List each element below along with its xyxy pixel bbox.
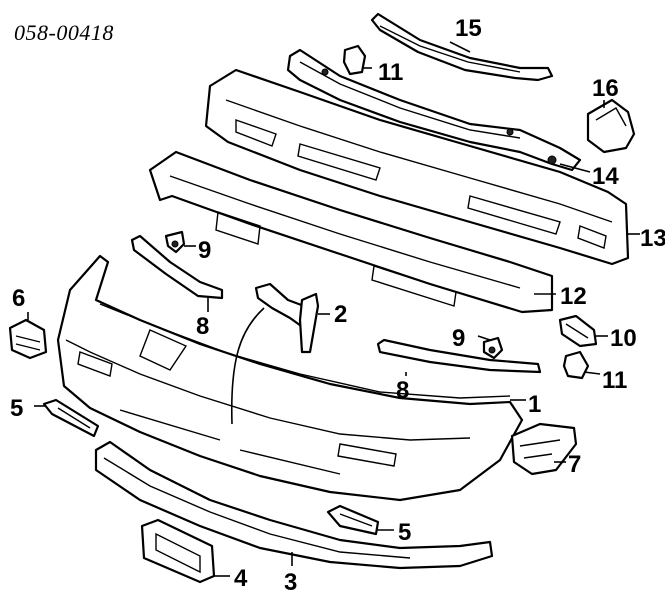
callout-5-left: 5 bbox=[10, 395, 23, 422]
callout-2: 2 bbox=[334, 301, 347, 328]
part-5-grille-left bbox=[42, 398, 100, 438]
part-6-side-bracket bbox=[8, 318, 48, 360]
part-12-absorber bbox=[148, 150, 554, 314]
callout-11-upper: 11 bbox=[378, 59, 403, 86]
part-13-reinforcement bbox=[204, 68, 630, 266]
callout-3: 3 bbox=[284, 569, 297, 596]
part-10-bracket bbox=[558, 314, 598, 348]
callout-15: 15 bbox=[455, 15, 482, 42]
callout-9-lower: 9 bbox=[452, 325, 465, 352]
callout-8-lower: 8 bbox=[396, 377, 409, 404]
callout-8-upper: 8 bbox=[196, 313, 209, 340]
diagram-code: 058-00418 bbox=[14, 20, 114, 45]
part-5-grille-right bbox=[326, 504, 380, 536]
part-3-lower-valance bbox=[94, 440, 494, 570]
part-11-clip-upper bbox=[342, 44, 367, 76]
part-8-molding-upper bbox=[130, 234, 224, 300]
callout-10: 10 bbox=[610, 325, 637, 352]
callout-4: 4 bbox=[234, 565, 248, 592]
part-1-bumper-cover bbox=[56, 254, 524, 502]
callout-6: 6 bbox=[12, 285, 25, 312]
part-11-clip-lower bbox=[562, 350, 590, 380]
part-9-clip-upper bbox=[164, 230, 186, 254]
part-7-side-support bbox=[510, 422, 578, 476]
part-2-bracket bbox=[254, 282, 320, 354]
callout-7: 7 bbox=[568, 451, 581, 478]
callout-12: 12 bbox=[560, 283, 587, 310]
callout-14: 14 bbox=[592, 163, 619, 190]
callout-16: 16 bbox=[592, 75, 619, 102]
callout-5-right: 5 bbox=[398, 519, 411, 546]
leader-lines bbox=[27, 41, 640, 577]
part-4-plate-bracket bbox=[140, 518, 216, 584]
part-14-bracket bbox=[286, 48, 582, 172]
callout-11-lower: 11 bbox=[602, 367, 627, 394]
callout-13: 13 bbox=[640, 225, 665, 252]
part-15-upper-bar bbox=[370, 12, 554, 82]
part-9-clip-lower bbox=[482, 336, 504, 360]
part-8-molding-lower bbox=[376, 338, 542, 374]
callout-1: 1 bbox=[528, 391, 541, 418]
callout-9-upper: 9 bbox=[198, 237, 211, 264]
callouts: 15 11 16 14 13 9 12 6 2 8 9 10 11 8 1 5 … bbox=[10, 15, 665, 596]
part-16-end-bracket bbox=[586, 98, 636, 154]
